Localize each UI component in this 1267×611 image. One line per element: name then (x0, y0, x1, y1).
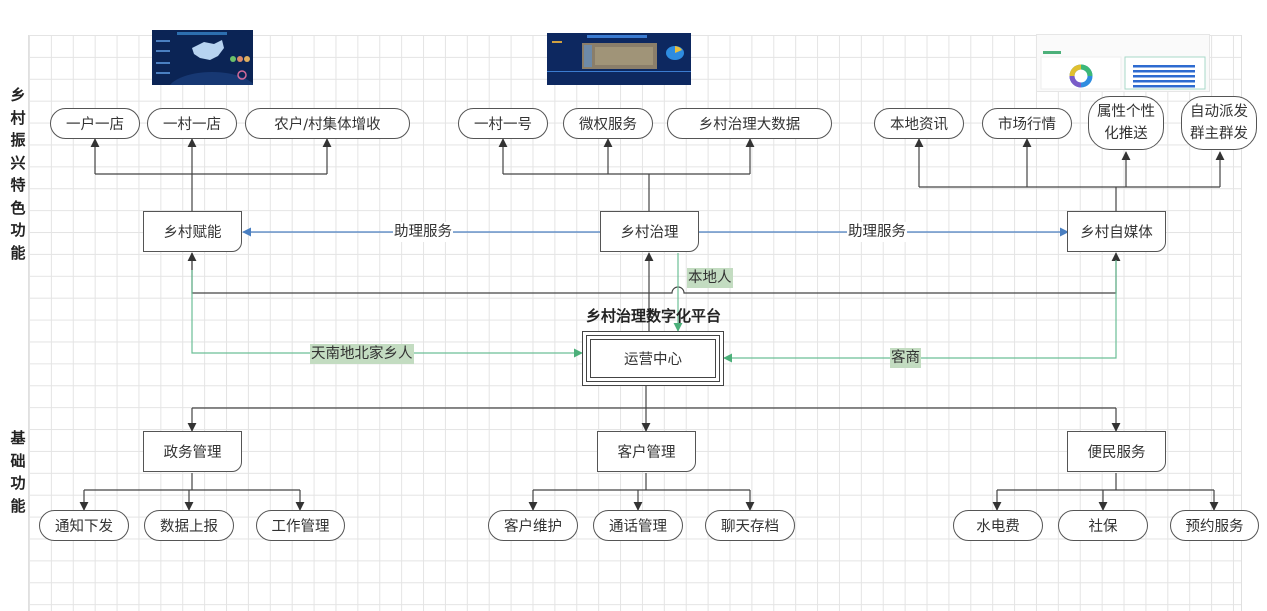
edge-empower-media-link (191, 252, 1121, 294)
node-weiquan-service[interactable]: 微权服务 (563, 108, 653, 139)
node-label: 市场行情 (998, 117, 1056, 133)
operations-center-frame: 运营中心 (586, 335, 720, 382)
node-label: 水电费 (976, 519, 1020, 535)
module-label: 客户管理 (617, 445, 676, 461)
node-label: 一户一店 (66, 117, 124, 133)
analytics-dashboard-image (1037, 35, 1209, 91)
node-work-management[interactable]: 工作管理 (256, 510, 345, 541)
module-label: 乡村自媒体 (1080, 225, 1153, 241)
operations-center-label: 运营中心 (624, 352, 682, 368)
node-label: 工作管理 (271, 519, 330, 535)
side-label-featured-text: 乡村振兴特色功能 (10, 86, 26, 262)
node-utility-bills[interactable]: 水电费 (953, 510, 1043, 541)
node-label: 乡村治理大数据 (698, 117, 801, 133)
node-local-news[interactable]: 本地资讯 (874, 108, 964, 139)
node-label: 聊天存档 (721, 519, 779, 535)
edge-hometown (191, 270, 583, 358)
node-label: 一村一店 (163, 117, 221, 133)
node-label: 属性个性化推送 (1097, 104, 1155, 142)
side-label-featured: 乡村振兴特色功能 (6, 84, 30, 264)
module-governance[interactable]: 乡村治理 (600, 211, 699, 252)
platform-title: 乡村治理数字化平台 (586, 307, 722, 325)
side-label-basic-text: 基础功能 (10, 429, 26, 515)
big-screen-dashboard-thumbnail (152, 30, 253, 85)
node-label: 通话管理 (609, 519, 667, 535)
edge-merchants (723, 260, 1117, 363)
node-yihu-yidian[interactable]: 一户一店 (50, 108, 140, 139)
node-income-growth[interactable]: 农户/村集体增收 (245, 108, 410, 139)
node-personalized-push[interactable]: 属性个性化推送 (1088, 96, 1164, 150)
node-data-report[interactable]: 数据上报 (144, 510, 234, 541)
dashboard-china-map-image (152, 30, 253, 85)
node-auto-group-push[interactable]: 自动派发群主群发 (1181, 96, 1257, 150)
module-empower[interactable]: 乡村赋能 (143, 211, 242, 252)
label-assist-left: 助理服务 (393, 222, 453, 242)
label-hometown: 天南地北家乡人 (310, 344, 414, 364)
node-customer-maintenance[interactable]: 客户维护 (488, 510, 578, 541)
module-customer-management[interactable]: 客户管理 (597, 431, 696, 472)
module-label: 便民服务 (1087, 445, 1146, 461)
node-appointment[interactable]: 预约服务 (1170, 510, 1259, 541)
node-label: 微权服务 (579, 117, 637, 133)
node-label: 预约服务 (1185, 519, 1244, 535)
operations-center[interactable]: 运营中心 (582, 331, 724, 386)
node-notice-dispatch[interactable]: 通知下发 (39, 510, 129, 541)
node-market-info[interactable]: 市场行情 (982, 108, 1072, 139)
node-label: 客户维护 (504, 519, 562, 535)
node-social-security[interactable]: 社保 (1058, 510, 1148, 541)
node-call-management[interactable]: 通话管理 (593, 510, 683, 541)
node-label: 自动派发群主群发 (1190, 104, 1248, 142)
operations-center-inner: 运营中心 (590, 339, 716, 378)
label-merchants: 客商 (890, 348, 921, 368)
node-chat-archive[interactable]: 聊天存档 (705, 510, 795, 541)
module-convenience-service[interactable]: 便民服务 (1067, 431, 1166, 472)
node-label: 一村一号 (474, 117, 532, 133)
node-governance-bigdata[interactable]: 乡村治理大数据 (667, 108, 832, 139)
label-locals: 本地人 (687, 268, 733, 288)
node-label: 通知下发 (55, 519, 113, 535)
node-label: 社保 (1088, 519, 1118, 535)
module-media[interactable]: 乡村自媒体 (1067, 211, 1166, 252)
label-assist-right: 助理服务 (847, 222, 907, 242)
node-label: 本地资讯 (890, 117, 948, 133)
module-label: 乡村治理 (620, 225, 679, 241)
node-label: 数据上报 (160, 519, 218, 535)
module-label: 政务管理 (163, 445, 222, 461)
node-yicun-yihao[interactable]: 一村一号 (458, 108, 548, 139)
module-gov-management[interactable]: 政务管理 (143, 431, 242, 472)
node-yicun-yidian[interactable]: 一村一店 (147, 108, 237, 139)
governance-bigdata-thumbnail (547, 33, 691, 85)
node-label: 农户/村集体增收 (274, 117, 381, 133)
module-label: 乡村赋能 (163, 225, 222, 241)
dashboard-aerial-map-image (547, 33, 691, 85)
side-label-basic: 基础功能 (6, 427, 30, 517)
media-analytics-thumbnail (1036, 34, 1210, 92)
